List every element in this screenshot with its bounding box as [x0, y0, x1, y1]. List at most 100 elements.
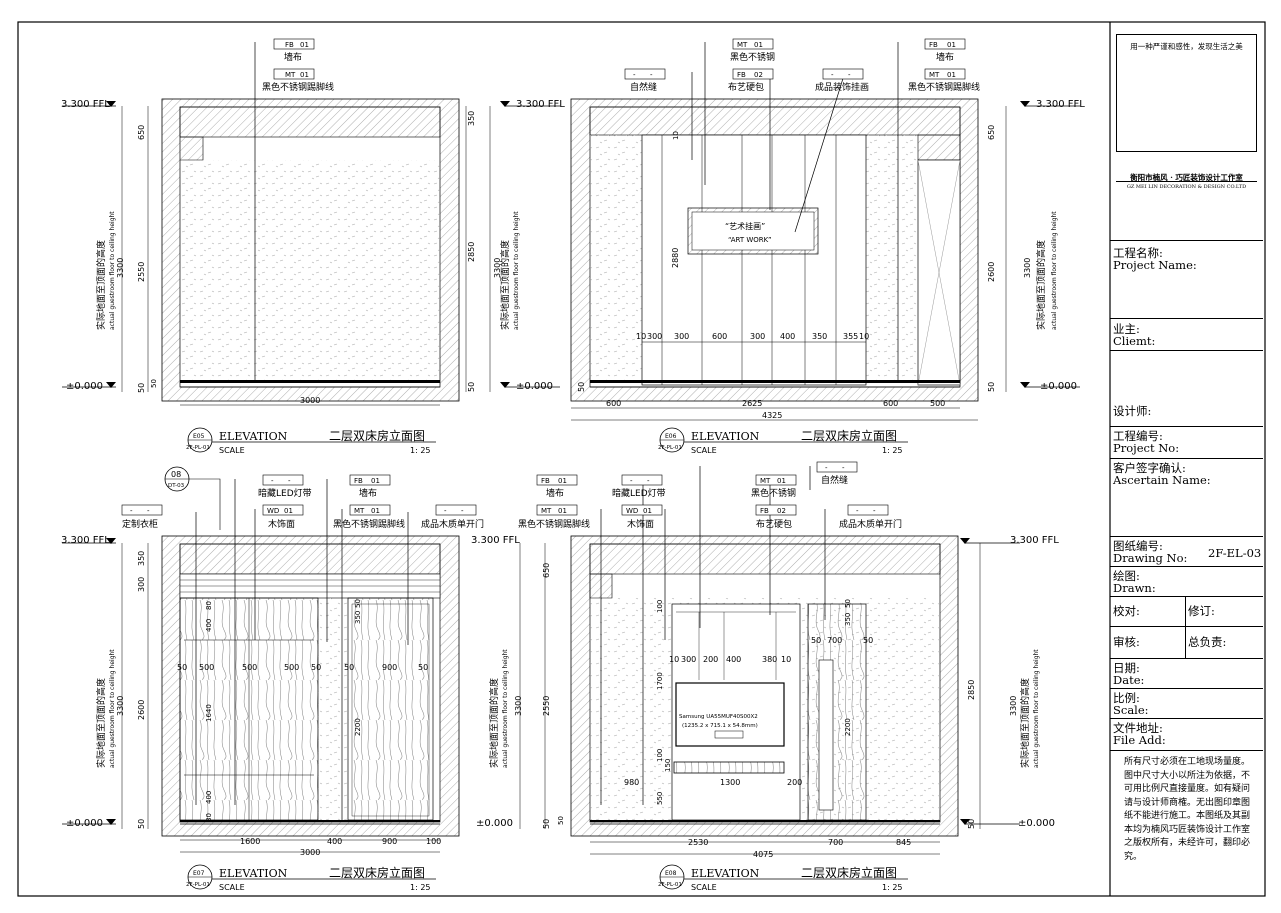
dim-text: 200 [703, 655, 718, 664]
callout-code: - [633, 71, 636, 79]
callout-label: 墙布 [936, 51, 954, 63]
view-title-cn: 二层双床房立面图 [329, 428, 425, 443]
dim-text: 50 [418, 663, 428, 672]
view-id: E07 [193, 870, 205, 877]
view-title-en: ELEVATION [691, 430, 760, 443]
file-label-cn: 文件地址: [1113, 721, 1163, 735]
callout-num: 01 [754, 41, 763, 49]
dim-text: 2850 [967, 680, 976, 700]
height-total: 3300 [514, 696, 523, 716]
callout-code: - [271, 477, 274, 485]
level-top-e05: 3.300 FFL [61, 99, 110, 110]
callout-e08-led: - - 暗藏LED灯带 [612, 474, 666, 499]
dim-text: 900 [382, 663, 397, 672]
dim-text: 50 [137, 819, 146, 829]
dim-text: 1640 [205, 704, 213, 722]
dim-text: 50 [542, 819, 551, 829]
drawing-no-value: 2F-EL-03 [1208, 546, 1262, 560]
dim-bottom: 2625 [742, 399, 762, 408]
view-title-cn: 二层双床房立面图 [801, 428, 897, 443]
dim-text: 50 [987, 382, 996, 392]
callout-e07-door: - - 成品木质单开门 [421, 504, 484, 530]
callout-label: 墙布 [546, 487, 564, 499]
height-note-cn: 实际地面至顶面的高度 [1035, 240, 1047, 330]
dim-total: 3000 [300, 848, 320, 857]
callout-num: 01 [947, 71, 956, 79]
callout-num: - [647, 477, 650, 485]
project-no-label-en: Project No: [1113, 441, 1180, 455]
drawing-no-label-en: Drawing No: [1113, 551, 1188, 565]
height-note-cn: 实际地面至顶面的高度 [1019, 678, 1031, 768]
view-scale: 1: 25 [882, 446, 903, 455]
dim-bottom: 700 [828, 838, 843, 847]
callout-e08-steel: MT 01 黑色不锈钢 [751, 474, 797, 499]
dim-total: 4325 [762, 411, 782, 420]
height-note-en: actual guestroom floor to ceiling height [109, 649, 116, 768]
callout-e06-artwork: - - 成品装饰挂画 [815, 68, 869, 93]
dim-text: 50 [863, 636, 873, 645]
dim-text: 300 [137, 577, 146, 592]
dim-text: 355 [843, 332, 858, 341]
dim-text: 50 [177, 663, 187, 672]
height-note-cn: 实际地面至顶面的高度 [488, 678, 500, 768]
callout-e08-door: - - 成品木质单开门 [839, 504, 902, 530]
callout-code: FB [285, 41, 294, 49]
callout-num: 01 [371, 477, 380, 485]
dim-text: 1700 [656, 672, 664, 690]
row-project: 工程名称: Project Name: [1110, 240, 1263, 318]
callout-num: 01 [558, 507, 567, 515]
callout-e07-skirting: MT 01 黑色不锈钢踢脚线 [333, 504, 405, 530]
callout-label: 墙布 [284, 51, 302, 63]
height-note-en: actual guestroom floor to ceiling height [109, 211, 116, 330]
dim-text: 50 [311, 663, 321, 672]
dim-text: 980 [624, 778, 639, 787]
view-scale: 1: 25 [410, 883, 431, 892]
view-title-cn: 二层双床房立面图 [329, 865, 425, 880]
callout-code: WD [626, 507, 638, 515]
view-sheet-ref: 2F-PL-01 [186, 882, 210, 888]
row-notes-divider [1110, 750, 1263, 751]
callout-label: 自然缝 [821, 474, 848, 486]
drawing-no-label-cn: 图纸编号: [1113, 539, 1163, 553]
row-confirm: 客户签字确认: Ascertain Name: [1110, 458, 1263, 536]
date-label-en: Date: [1113, 673, 1145, 687]
dim-bottom: 100 [426, 837, 441, 846]
dim-text: 350 [354, 611, 362, 624]
tv-model-label: Samsung UA55MUF40S00X2 [679, 714, 758, 720]
callout-label: 布艺硬包 [728, 81, 764, 93]
detail-marker-num: 08 [171, 470, 181, 479]
dim-text: 80 [205, 601, 213, 610]
view-title-e06: E06 2F-PL-01 ELEVATION 二层双床房立面图 SCALE 1:… [658, 427, 908, 455]
callout-num: 02 [777, 507, 786, 515]
view-title-en: ELEVATION [691, 867, 760, 880]
view-id: E08 [665, 870, 677, 877]
dim-text: 50 [844, 599, 852, 608]
callout-num: 01 [284, 507, 293, 515]
dim-text: 2880 [671, 248, 680, 268]
row-file: 文件地址: File Add: [1110, 718, 1263, 750]
callout-e07-wardrobe: - - 定制衣柜 [121, 504, 163, 530]
callout-num: - [848, 71, 851, 79]
callout-code: MT [285, 71, 296, 79]
level-bottom-e07: ±0.000 [66, 818, 103, 829]
dim-text: 2600 [987, 262, 996, 282]
detail-marker-ref: DT-03 [168, 483, 185, 489]
callout-label: 成品木质单开门 [421, 518, 484, 530]
callout-num: 02 [754, 71, 763, 79]
elevation-e05 [62, 42, 560, 406]
dim-text: 400 [780, 332, 795, 341]
callout-e07-wood: WD 01 木饰面 [262, 504, 304, 530]
callout-num: - [461, 507, 464, 515]
dim-text: 380 [762, 655, 777, 664]
callout-label: 自然缝 [630, 81, 657, 93]
check-label: 校对: [1113, 604, 1140, 618]
dim-bottom: 600 [883, 399, 898, 408]
view-id: E05 [193, 433, 205, 440]
callout-e05-fabric: FB 01 墙布 [273, 38, 315, 63]
callout-label: 黑色不锈钢踢脚线 [908, 81, 980, 93]
height-note-en: actual guestroom floor to ceiling height [502, 649, 509, 768]
dim-bottom: 400 [327, 837, 342, 846]
callout-label: 木饰面 [268, 518, 295, 530]
dim-text: 300 [674, 332, 689, 341]
callout-code: - [831, 71, 834, 79]
